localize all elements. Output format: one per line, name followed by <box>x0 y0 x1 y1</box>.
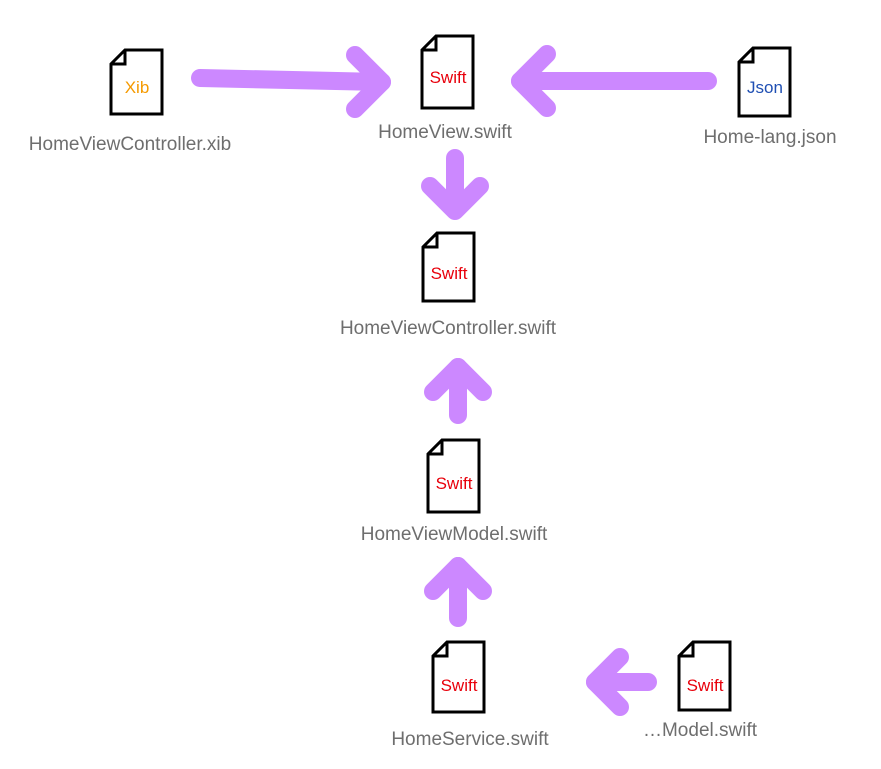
file-name-label: Home-lang.json <box>703 127 836 148</box>
file-name-label: HomeViewController.swift <box>340 318 557 339</box>
file-type-label: Json <box>747 78 783 97</box>
file-type-label: Xib <box>125 78 150 97</box>
file-node-model: Swift …Model.swift <box>643 640 758 741</box>
file-name-label: HomeService.swift <box>391 729 549 750</box>
arrow-viewmodel-to-viewcontroller <box>424 358 492 424</box>
file-node-view-model: Swift HomeViewModel.swift <box>361 438 548 545</box>
file-name-label: HomeView.swift <box>378 122 512 143</box>
file-type-label: Swift <box>436 474 473 493</box>
file-icon <box>431 640 486 714</box>
file-type-label: Swift <box>431 264 468 283</box>
file-icon <box>420 34 475 110</box>
file-type-label: Swift <box>441 676 478 695</box>
file-node-view-controller: Swift HomeViewController.swift <box>340 231 557 339</box>
arrow-service-to-viewmodel <box>424 557 492 627</box>
arrow-xib-to-homeview <box>191 46 391 118</box>
file-name-label: HomeViewController.xib <box>29 134 231 155</box>
file-node-service: Swift HomeService.swift <box>391 640 549 750</box>
file-icon <box>426 438 481 514</box>
file-icon <box>421 231 476 303</box>
arrow-homeview-to-viewcontroller <box>421 149 489 220</box>
file-name-label: HomeViewModel.swift <box>361 524 548 545</box>
file-node-json: Json Home-lang.json <box>703 46 837 148</box>
file-type-label: Swift <box>430 68 467 87</box>
arrow-model-to-service <box>586 648 657 716</box>
arrow-json-to-homeview <box>511 45 717 117</box>
file-icon <box>677 640 732 712</box>
file-node-xib: Xib HomeViewController.xib <box>29 48 231 155</box>
file-node-home-view: Swift HomeView.swift <box>378 34 513 143</box>
file-type-label: Swift <box>687 676 724 695</box>
file-name-label: …Model.swift <box>643 720 758 741</box>
file-icon <box>737 46 792 118</box>
file-icon <box>109 48 164 116</box>
